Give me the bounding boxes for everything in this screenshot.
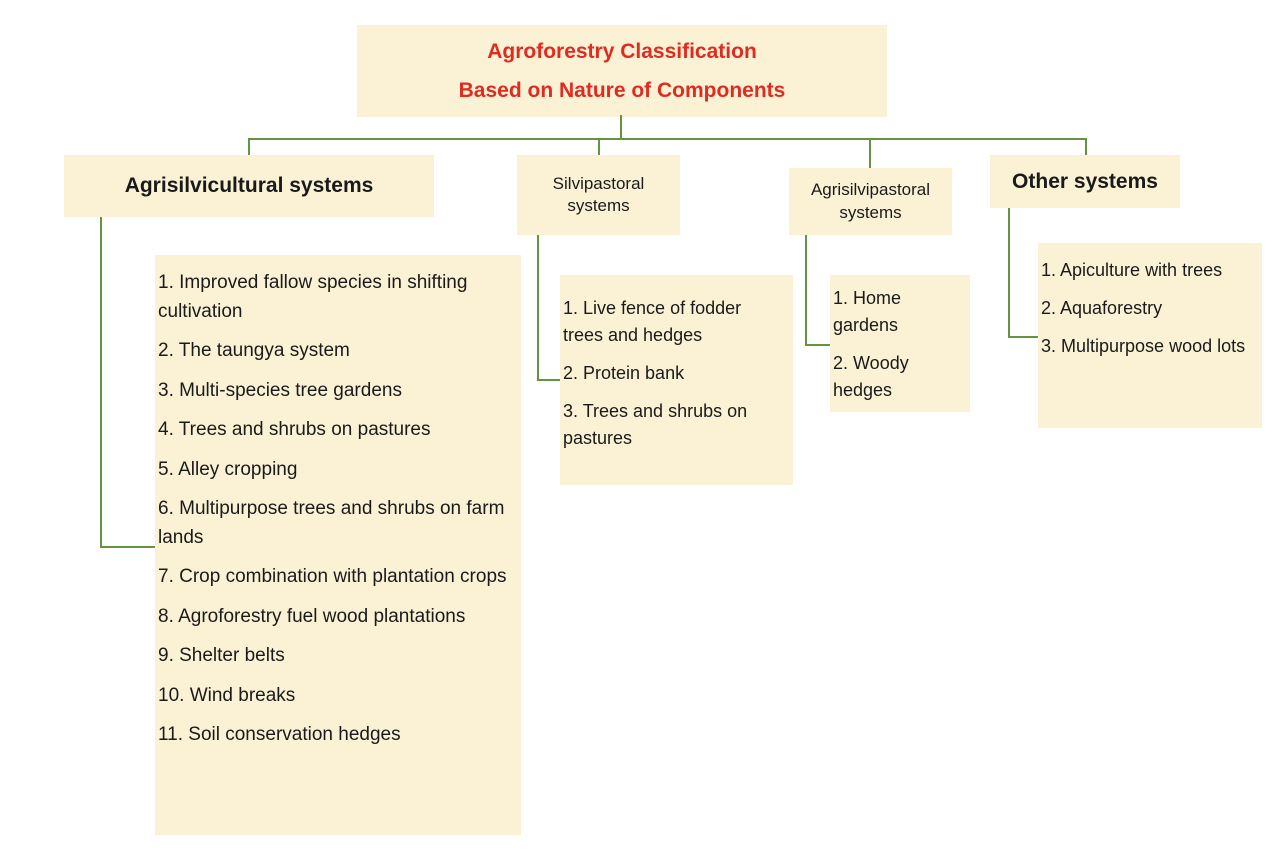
list-item: 8. Agroforestry fuel wood plantations: [158, 605, 466, 627]
connector-drop-silvipastoral: [598, 138, 600, 155]
list-item: 1. Live fence of fodder trees and hedges: [563, 298, 742, 345]
connector-elbow-vertical-silvipastoral: [537, 235, 539, 381]
connector-title-stem: [620, 115, 622, 139]
connector-elbow-vertical-agrisilvicultural: [100, 217, 102, 548]
branch-header-label: Other systems: [1012, 169, 1158, 193]
connector-drop-other: [1085, 138, 1087, 155]
connector-drop-agrisilvicultural: [248, 138, 250, 155]
list-item: 2. Aquaforestry: [1041, 298, 1163, 318]
connector-elbow-horizontal-agrisilvipastoral: [805, 344, 830, 346]
connector-elbow-vertical-other: [1008, 208, 1010, 338]
diagram-title-line2: Based on Nature of Components: [458, 79, 786, 102]
connector-elbow-horizontal-silvipastoral: [537, 379, 560, 381]
branch-list-other: 1. Apiculture with trees 2. Aquaforestry…: [1038, 243, 1262, 428]
branch-header-label: Silvipastoral systems: [552, 173, 645, 215]
list-item: 9. Shelter belts: [158, 645, 285, 666]
list-item: 3. Multi-species tree gardens: [158, 379, 402, 401]
connector-elbow-horizontal-other: [1008, 336, 1038, 338]
list-item: 6. Multipurpose trees and shrubs on farm…: [158, 498, 505, 548]
list-item: 3. Multipurpose wood lots: [1041, 336, 1246, 356]
branch-list-agrisilvipastoral: 1. Home gardens 2. Woody hedges: [830, 275, 970, 412]
list-item: 1. Improved fallow species in shifting c…: [158, 272, 468, 322]
connector-main-horizontal: [248, 138, 1087, 140]
connector-drop-agrisilvipastoral: [869, 138, 871, 168]
branch-header-silvipastoral: Silvipastoral systems: [517, 155, 680, 235]
branch-header-label: Agrisilvicultural systems: [124, 174, 374, 198]
list-item: 1. Apiculture with trees: [1041, 260, 1223, 280]
list-item: 3. Trees and shrubs on pastures: [563, 401, 748, 448]
list-item: 5. Alley cropping: [158, 458, 298, 480]
branch-header-agrisilvicultural: Agrisilvicultural systems: [64, 155, 434, 217]
list-item: 11. Soil conservation hedges: [158, 724, 401, 745]
list-item: 2. Woody hedges: [833, 353, 909, 400]
list-item: 10. Wind breaks: [158, 684, 296, 706]
branch-header-agrisilvipastoral: Agrisilvipastoral systems: [789, 168, 952, 235]
list-item: 7. Crop combination with plantation crop…: [158, 566, 507, 587]
branch-header-label: Agrisilvipastoral systems: [810, 180, 931, 222]
connector-elbow-horizontal-agrisilvicultural: [100, 546, 155, 548]
branch-header-other: Other systems: [990, 155, 1180, 208]
branch-list-agrisilvicultural: 1. Improved fallow species in shifting c…: [155, 255, 521, 835]
branch-list-silvipastoral: 1. Live fence of fodder trees and hedges…: [560, 275, 793, 485]
diagram-title-line1: Agroforestry Classification: [487, 39, 757, 63]
connector-elbow-vertical-agrisilvipastoral: [805, 235, 807, 346]
list-item: 1. Home gardens: [833, 288, 902, 335]
title-box: Agroforestry Classification Based on Nat…: [357, 25, 887, 117]
list-item: 4. Trees and shrubs on pastures: [158, 419, 431, 440]
list-item: 2. The taungya system: [158, 340, 350, 361]
list-item: 2. Protein bank: [563, 363, 685, 383]
